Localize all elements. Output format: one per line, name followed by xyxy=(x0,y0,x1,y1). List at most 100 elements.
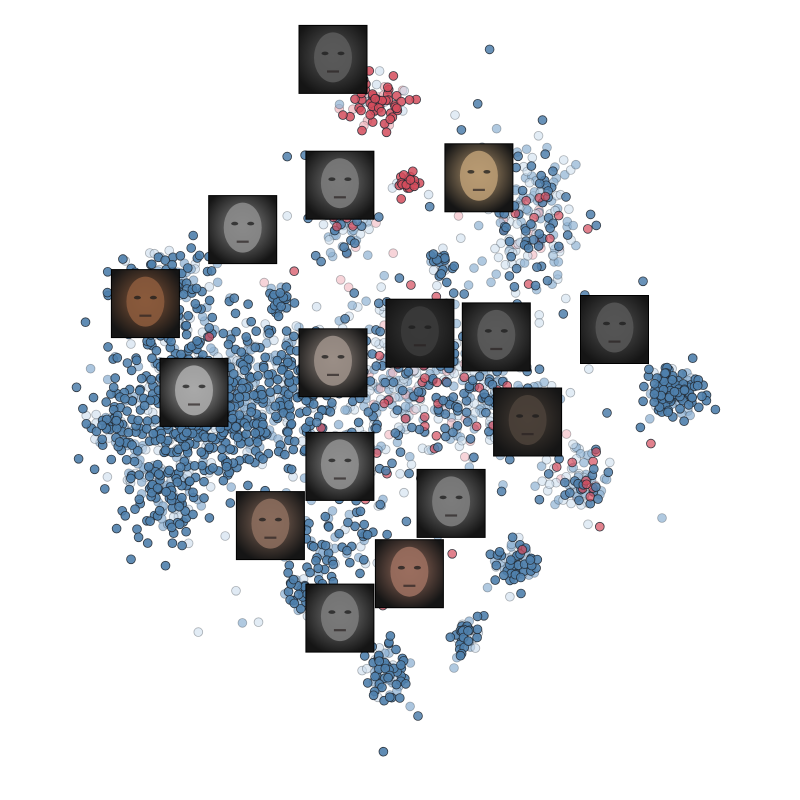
scatter-point xyxy=(256,389,267,400)
scatter-point xyxy=(401,516,412,527)
face-mouth xyxy=(327,373,339,376)
scatter-point xyxy=(204,513,215,523)
scatter-point xyxy=(142,538,153,548)
scatter-point xyxy=(687,392,697,403)
scatter-point xyxy=(374,66,385,76)
scatter-point xyxy=(308,541,319,552)
scatter-point xyxy=(394,693,405,703)
scatter-point xyxy=(161,486,171,497)
scatter-point xyxy=(697,391,707,402)
scatter-point xyxy=(660,368,670,379)
scatter-point xyxy=(481,407,491,418)
scatter-point xyxy=(350,94,360,104)
scatter-point xyxy=(160,560,171,571)
face-silhouette xyxy=(320,591,359,642)
scatter-point xyxy=(342,545,352,556)
scatter-point xyxy=(172,477,183,488)
scatter-point xyxy=(258,454,268,464)
scatter-point xyxy=(404,468,414,479)
scatter-point xyxy=(646,438,656,449)
scatter-point xyxy=(143,461,154,472)
scatter-point xyxy=(551,462,562,472)
scatter-point xyxy=(439,253,450,263)
scatter-point xyxy=(276,301,286,312)
scatter-point xyxy=(253,617,264,627)
scatter-point xyxy=(396,660,406,670)
scatter-point xyxy=(395,468,405,479)
scatter-point xyxy=(559,170,570,180)
thumbnail-face-left-upper xyxy=(208,195,278,265)
scatter-point xyxy=(465,434,476,444)
face-eye xyxy=(484,329,492,333)
thumbnail-face-lower-left xyxy=(235,491,305,561)
scatter-point xyxy=(234,392,245,403)
scatter-point xyxy=(602,408,612,418)
scatter-point xyxy=(517,185,528,196)
scatter-point xyxy=(540,149,550,160)
scatter-point xyxy=(463,626,473,636)
scatter-point xyxy=(505,555,516,565)
scatter-point xyxy=(108,382,119,393)
scatter-point xyxy=(579,457,589,468)
face-eye xyxy=(344,458,352,463)
scatter-point xyxy=(89,464,100,475)
scatter-point xyxy=(339,242,349,253)
scatter-point xyxy=(423,189,434,200)
face-eye xyxy=(408,325,416,330)
scatter-point xyxy=(283,567,293,578)
scatter-point xyxy=(534,364,545,375)
face-eye xyxy=(344,610,352,614)
scatter-point xyxy=(205,482,216,492)
face-eye xyxy=(483,170,491,174)
scatter-point xyxy=(237,618,248,628)
scatter-point xyxy=(293,589,304,600)
scatter-point xyxy=(359,651,370,661)
scatter-point xyxy=(334,99,345,110)
scatter-point xyxy=(428,249,439,259)
scatter-point xyxy=(534,494,545,505)
scatter-point xyxy=(181,526,191,537)
face-eye xyxy=(198,384,206,389)
scatter-point xyxy=(281,282,292,293)
scatter-point xyxy=(490,575,501,585)
scatter-point xyxy=(504,454,515,465)
scatter-point xyxy=(528,235,539,245)
scatter-point xyxy=(114,437,125,447)
scatter-point xyxy=(152,483,163,493)
scatter-point xyxy=(388,248,399,259)
scatter-point xyxy=(196,447,207,457)
scatter-point xyxy=(250,428,261,438)
face-eye xyxy=(337,355,345,359)
scatter-point xyxy=(118,254,128,264)
scatter-point xyxy=(370,671,380,682)
scatter-point xyxy=(78,403,88,414)
scatter-point xyxy=(229,293,240,304)
scatter-point xyxy=(585,209,596,220)
scatter-point xyxy=(282,151,293,162)
scatter-point xyxy=(362,250,373,261)
scatter-point xyxy=(388,71,399,81)
scatter-point xyxy=(374,656,385,666)
scatter-point xyxy=(545,223,555,234)
scatter-point xyxy=(102,287,113,298)
scatter-point xyxy=(413,711,423,721)
scatter-point xyxy=(338,110,348,120)
face-silhouette xyxy=(595,302,634,353)
scatter-point xyxy=(120,393,130,404)
scatter-point xyxy=(524,177,535,188)
scatter-point xyxy=(473,220,484,231)
scatter-point xyxy=(419,373,430,383)
scatter-point xyxy=(685,410,695,421)
scatter-point xyxy=(440,409,451,419)
scatter-point xyxy=(301,395,311,406)
scatter-point xyxy=(188,230,199,241)
scatter-point xyxy=(593,494,603,504)
scatter-point xyxy=(147,353,157,364)
scatter-point xyxy=(479,388,490,399)
scatter-point xyxy=(141,423,152,434)
scatter-point xyxy=(281,326,292,336)
scatter-point xyxy=(185,476,195,487)
scatter-point xyxy=(250,342,261,353)
scatter-point xyxy=(272,355,283,366)
scatter-point xyxy=(133,415,144,426)
